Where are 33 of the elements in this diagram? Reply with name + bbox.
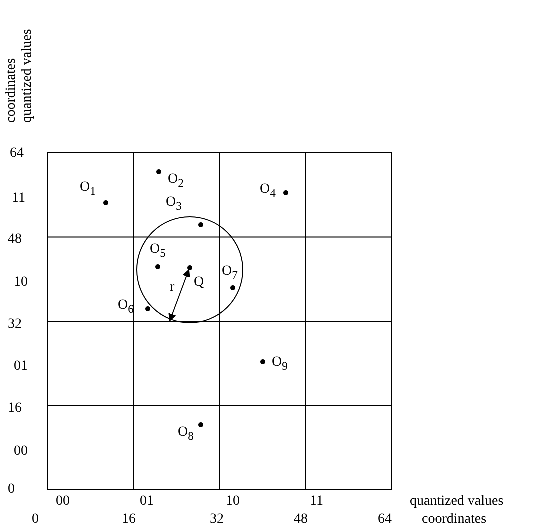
tick-label: 11 [310, 494, 324, 510]
tick-label: 00 [14, 444, 28, 460]
tick-label: 11 [12, 191, 26, 207]
tick-label: 32 [8, 317, 22, 333]
tick-label: 0 [8, 482, 15, 498]
point-label: O$_{2}$ [168, 172, 184, 192]
point-label: O$_{1}$ [80, 180, 96, 200]
point-label: O$_{4}$ [260, 182, 276, 202]
point-label: O$_{9}$ [272, 355, 288, 375]
tick-label: 01 [140, 494, 154, 510]
tick-label: 10 [226, 494, 240, 510]
tick-label: 64 [10, 146, 24, 162]
tick-label: 10 [14, 275, 28, 291]
tick-label: 0 [32, 512, 39, 528]
axis-title: coordinates [422, 512, 487, 528]
tick-label: 16 [8, 401, 22, 417]
point-label: Q [194, 275, 204, 291]
tick-label: 48 [294, 512, 308, 528]
axis-title: quantized values [20, 29, 36, 123]
axis-title: coordinates [4, 58, 20, 123]
tick-label: 32 [210, 512, 224, 528]
tick-label: 16 [122, 512, 136, 528]
tick-label: 00 [56, 494, 70, 510]
tick-label: 64 [378, 512, 392, 528]
point-label: r [170, 280, 175, 296]
point-label: O$_{3}$ [166, 195, 182, 215]
point-label: O$_{6}$ [118, 298, 134, 318]
tick-label: 01 [14, 359, 28, 375]
tick-label: 48 [8, 232, 22, 248]
point-label: O$_{5}$ [150, 242, 166, 262]
point-label: O$_{8}$ [178, 425, 194, 445]
axis-title: quantized values [410, 494, 504, 510]
point-label: O$_{7}$ [222, 264, 238, 284]
